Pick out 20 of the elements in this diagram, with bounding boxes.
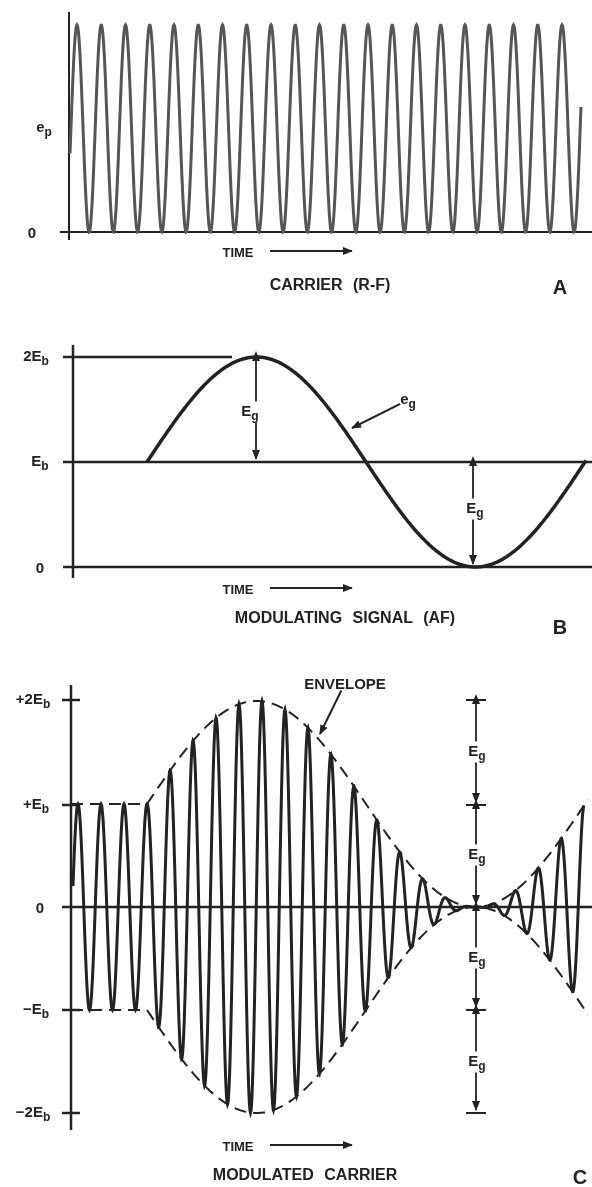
axis-title: TIME <box>222 1139 254 1153</box>
dimension-label: E$_{g}$ <box>467 844 487 866</box>
axis-title: TIME <box>222 245 254 259</box>
dimension-label: E$_{g}$ <box>467 947 487 969</box>
leader-line <box>319 689 343 735</box>
curve-label: e$_{g}$ <box>400 390 416 410</box>
panel-caption: MODULATING SIGNAL (AF) <box>234 610 456 626</box>
sine-wave <box>145 355 588 569</box>
dimension-label: E$_{g}$ <box>240 401 260 423</box>
dimension-label: E$_{g}$ <box>467 1051 487 1073</box>
curve-label: ENVELOPE <box>304 675 386 691</box>
panel-caption: CARRIER (R-F) <box>269 277 391 293</box>
panel-letter: C <box>572 1167 588 1187</box>
panel-letter: B <box>552 617 568 637</box>
leader-line <box>351 402 402 429</box>
axis-title: TIME <box>222 582 254 596</box>
panel-letter: A <box>552 277 568 297</box>
panel-caption: MODULATED CARRIER <box>212 1167 398 1183</box>
dimension-label: E$_{g}$ <box>465 498 485 520</box>
dimension-label: E$_{g}$ <box>467 741 487 763</box>
